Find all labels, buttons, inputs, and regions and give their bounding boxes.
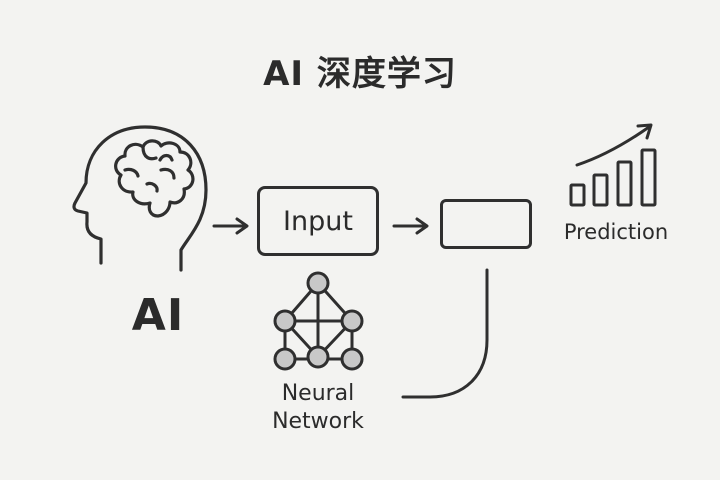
bar-chart-trend-icon bbox=[569, 123, 657, 207]
arrow-input-to-output bbox=[392, 217, 429, 235]
output-node bbox=[440, 199, 532, 249]
brain-icon bbox=[114, 139, 195, 218]
diagram-title: AI 深度学习 bbox=[263, 54, 457, 94]
neural-network-label: Neural Network bbox=[272, 381, 364, 434]
input-node: Input bbox=[257, 186, 379, 256]
arrow-ai-to-input bbox=[212, 217, 249, 235]
head-brain-icon bbox=[72, 125, 208, 272]
input-node-label: Input bbox=[283, 205, 353, 237]
prediction-label: Prediction bbox=[563, 220, 669, 244]
ai-node-label: AI bbox=[131, 290, 185, 341]
connector-line bbox=[401, 268, 489, 399]
network-graph-icon bbox=[273, 271, 364, 371]
